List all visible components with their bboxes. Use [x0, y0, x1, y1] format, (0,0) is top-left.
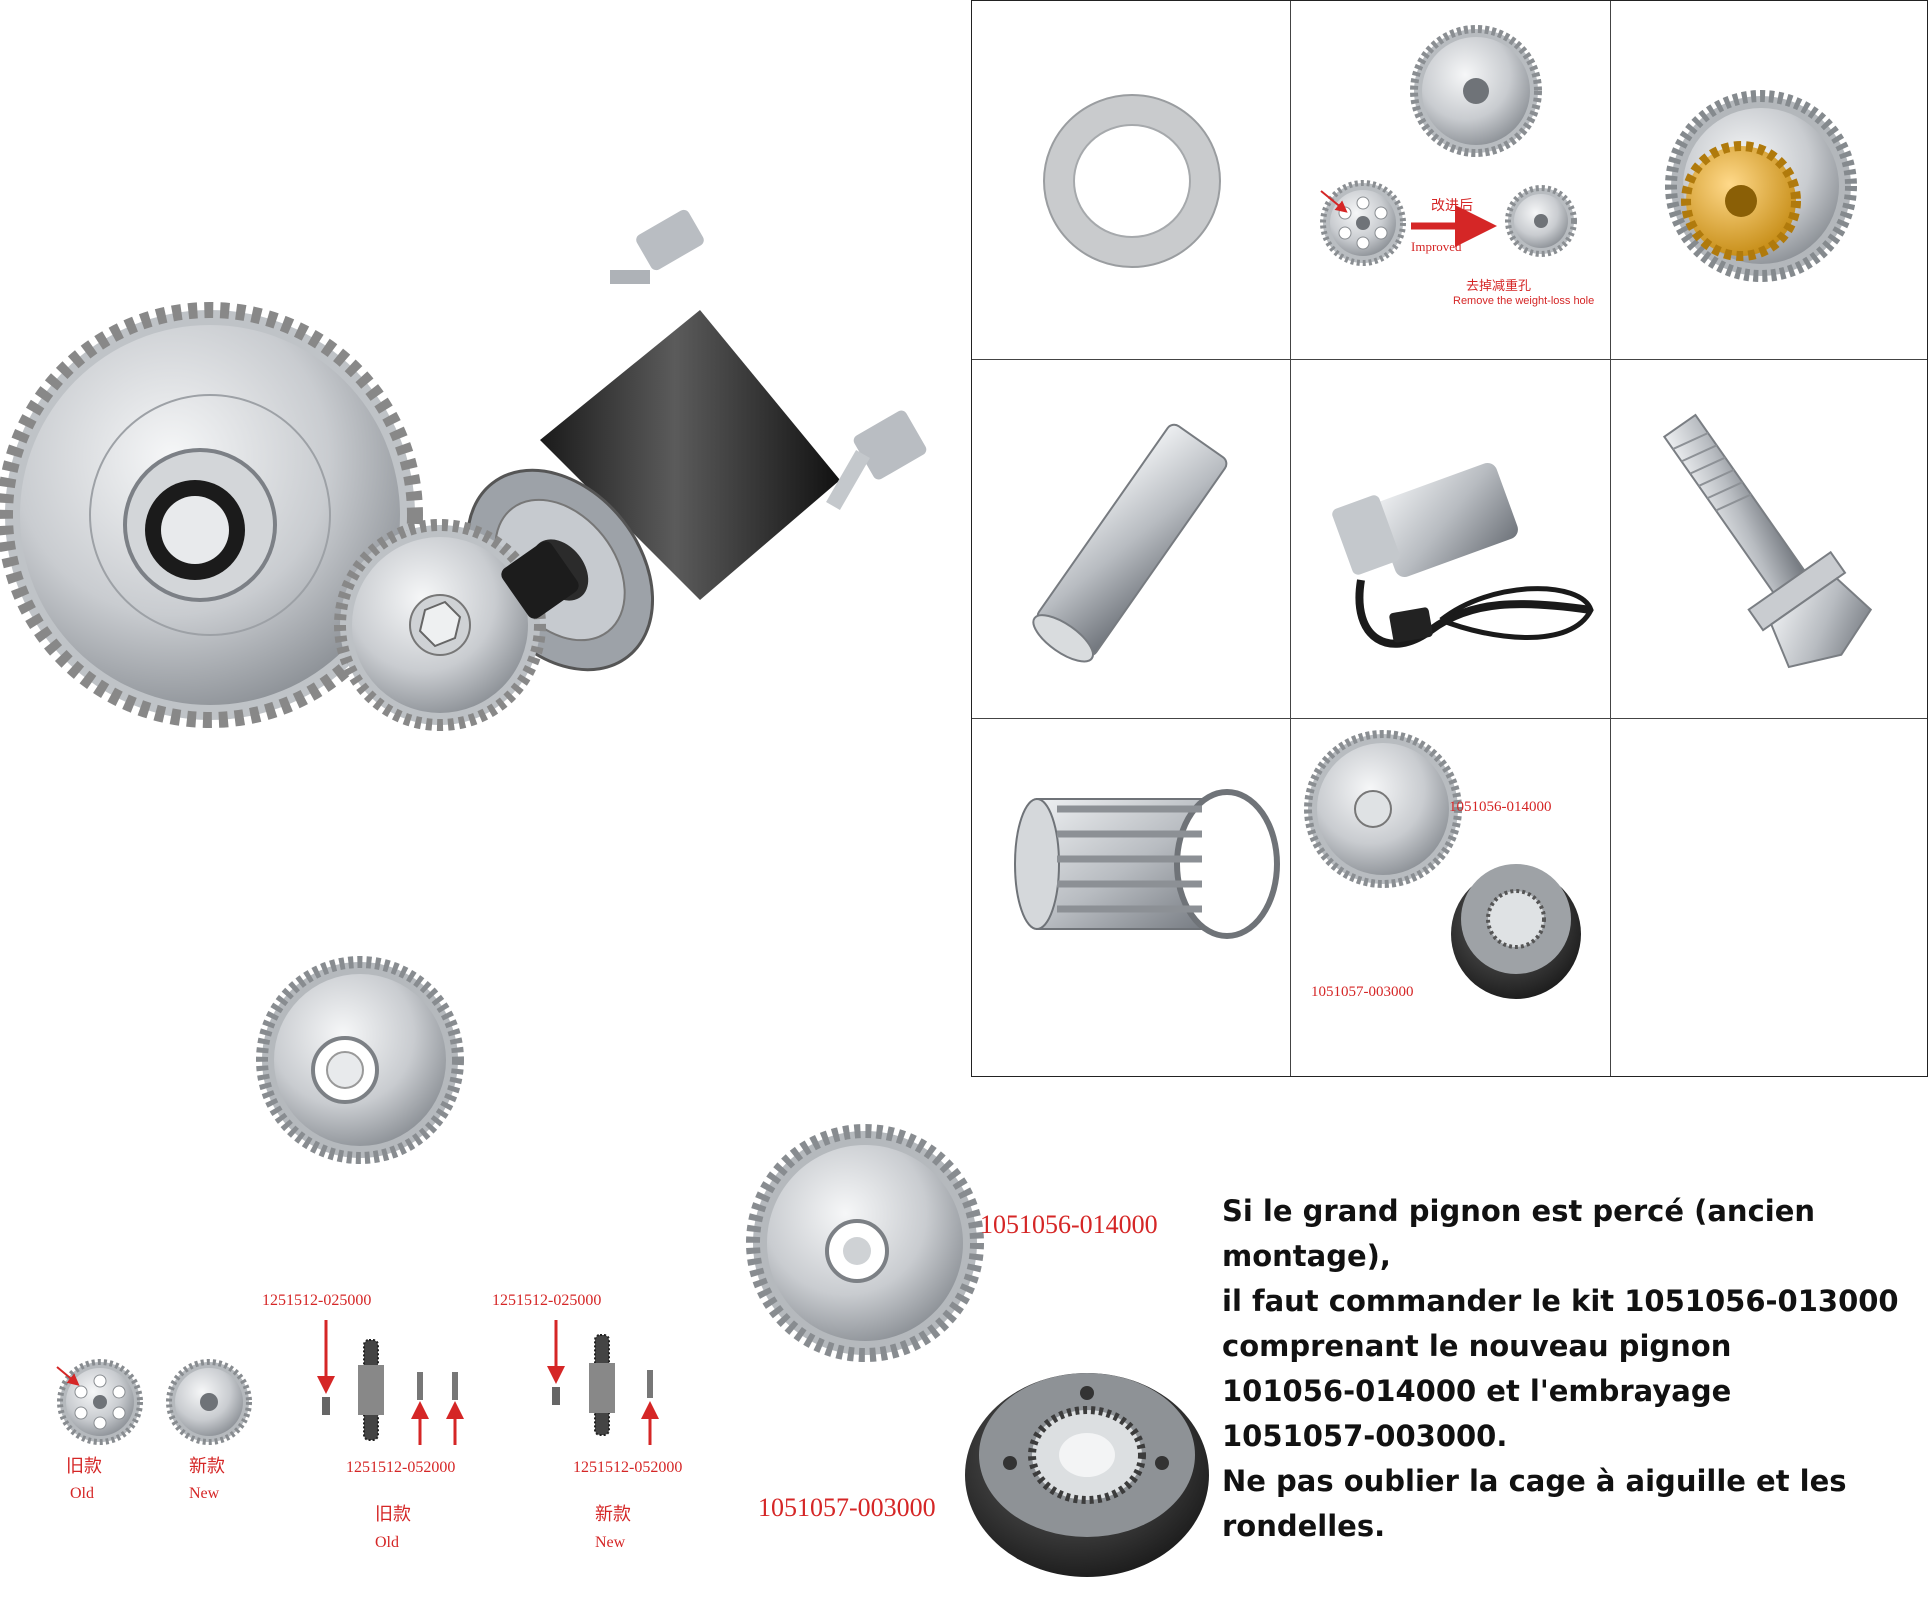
note-line: Ne pas oublier la cage à aiguille et les: [1222, 1464, 1847, 1498]
idler-gear: [334, 519, 546, 731]
grid-cell-kit: 1051056-014000 1051057-003000: [1291, 719, 1611, 1076]
grid-cell-gear-improvement: 改进后 Improved 去掉减重孔 Remove the weight-los…: [1291, 1, 1611, 360]
starter-motor-image: [1332, 462, 1594, 648]
kit-image: [1304, 730, 1581, 999]
new-bottom-code: 1251512-052000: [573, 1459, 683, 1476]
old-top-code: 1251512-025000: [262, 1292, 372, 1309]
kit-gear-illustration: [746, 1124, 984, 1362]
new-assembly-en: New: [595, 1534, 626, 1551]
new-gear-illustration: [256, 956, 464, 1164]
note-line: 101056-014000 et l'embrayage: [1222, 1374, 1732, 1408]
new-assembly-diagram: [547, 1320, 659, 1445]
starter-assembly-illustration: [0, 209, 927, 731]
note-line: 1051057-003000.: [1222, 1419, 1508, 1453]
note-line: rondelles.: [1222, 1509, 1386, 1543]
kit-clutch-code-large: 1051057-003000: [758, 1493, 936, 1522]
improved-cn-label: 改进后: [1431, 198, 1473, 214]
kit-gear-code-large: 1051056-014000: [980, 1210, 1158, 1239]
new-gear-small: [166, 1359, 252, 1445]
washer-image: [1043, 94, 1221, 268]
remove-hole-cn-label: 去掉减重孔: [1466, 279, 1532, 294]
note-line: montage),: [1222, 1239, 1391, 1273]
kit-clutch-illustration: [965, 1373, 1209, 1577]
grid-cell-washer: [972, 1, 1291, 360]
old-assembly-en: Old: [375, 1534, 399, 1551]
new-cn-label: 新款: [189, 1456, 225, 1477]
kit-clutch-code: 1051057-003000: [1311, 984, 1414, 1000]
note-line: Si le grand pignon est percé (ancien: [1222, 1194, 1816, 1228]
old-cn-label: 旧款: [66, 1456, 102, 1477]
remove-hole-en-label: Remove the weight-loss hole: [1453, 295, 1595, 307]
grid-cell-pin: [972, 360, 1291, 719]
note-line: il faut commander le kit 1051056-013000: [1222, 1284, 1899, 1318]
grid-cell-needle-cage: [972, 719, 1291, 1076]
old-gear-small: [56, 1359, 143, 1445]
bolt-image: [1662, 413, 1873, 669]
gear-improvement-image: [1320, 25, 1577, 266]
parts-grid: 改进后 Improved 去掉减重孔 Remove the weight-los…: [971, 0, 1928, 1077]
needle-bearing-image: [1014, 789, 1280, 939]
old-assembly-cn: 旧款: [375, 1504, 411, 1525]
old-bottom-code: 1251512-052000: [346, 1459, 456, 1476]
grid-cell-starter-motor: [1291, 360, 1611, 719]
kit-gear-code: 1051056-014000: [1449, 799, 1552, 815]
new-top-code: 1251512-025000: [492, 1292, 602, 1309]
grid-cell-compound-gear: [1611, 1, 1927, 360]
pin-image: [1032, 423, 1228, 663]
old-en-label: Old: [70, 1485, 94, 1502]
kit-note: Si le grand pignon est percé (ancien mon…: [1222, 1189, 1922, 1549]
grid-cell-bolt: [1611, 360, 1927, 719]
improved-en-label: Improved: [1411, 239, 1462, 254]
compound-gear-image: [1665, 90, 1857, 282]
new-en-label: New: [189, 1485, 220, 1502]
new-assembly-cn: 新款: [595, 1504, 631, 1525]
large-driven-gear: [0, 302, 423, 728]
note-line: comprenant le nouveau pignon: [1222, 1329, 1732, 1363]
old-assembly-diagram: [317, 1320, 464, 1445]
grid-cell-empty: [1611, 719, 1927, 1076]
